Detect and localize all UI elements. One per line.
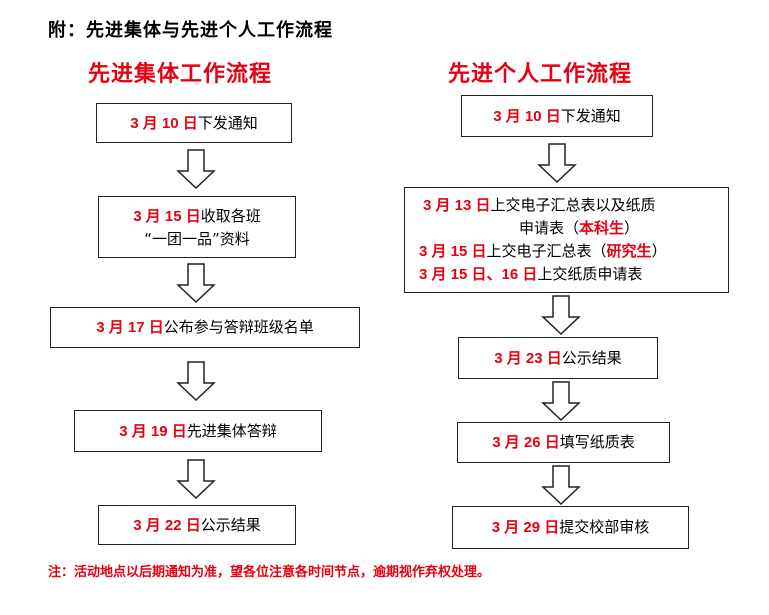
step-text: 上交电子汇总表以及纸质: [490, 196, 656, 214]
step-text: 下发通知: [197, 113, 258, 132]
collective-flow-title: 先进集体工作流程: [88, 62, 273, 87]
step-date: 3 月 15 日: [419, 243, 487, 260]
down-arrow-icon: [176, 459, 216, 499]
down-arrow-icon: [176, 149, 216, 189]
footnote: 注：活动地点以后期通知为准，望各位注意各时间节点，逾期视作弃权处理。: [48, 565, 491, 580]
individual-flow-title: 先进个人工作流程: [448, 62, 633, 87]
collective-step-1: 3 月 10 日下发通知: [96, 103, 292, 143]
collective-step-2: 3 月 15 日收取各班 “一团一品”资料: [98, 196, 296, 258]
step-text-line2: “一团一品”资料: [144, 229, 250, 248]
graduate-label: 研究生: [606, 243, 652, 260]
step-text: 公布参与答辩班级名单: [163, 318, 314, 336]
individual-step-3: 3 月 23 日公示结果: [458, 337, 658, 379]
step-date: 3 月 15 日、16 日: [419, 266, 538, 283]
step-date: 3 月 17 日: [96, 319, 164, 336]
step-date: 3 月 10 日: [130, 114, 198, 132]
step-text: ）: [651, 242, 667, 260]
step-date: 3 月 22 日: [133, 516, 201, 534]
down-arrow-icon: [541, 465, 581, 505]
step-text: 填写纸质表: [559, 433, 635, 451]
undergraduate-label: 本科生: [579, 220, 625, 237]
down-arrow-icon: [176, 263, 216, 303]
down-arrow-icon: [537, 143, 577, 183]
step-date: 3 月 23 日: [494, 349, 562, 367]
collective-step-5: 3 月 22 日公示结果: [98, 505, 296, 545]
down-arrow-icon: [176, 361, 216, 401]
step-text: 公示结果: [200, 515, 261, 534]
step-date: 3 月 10 日: [493, 107, 561, 125]
step-text: 上交纸质申请表: [537, 265, 643, 283]
collective-step-3: 3 月 17 日公布参与答辩班级名单: [50, 307, 360, 348]
step-text: 下发通知: [560, 106, 621, 125]
step-text: 申请表（: [519, 219, 580, 237]
individual-step-2: 3 月 13 日上交电子汇总表以及纸质 申请表（本科生） 3 月 15 日上交电…: [404, 187, 729, 293]
step-text: 先进集体答辩: [186, 421, 277, 440]
step-text: 上交电子汇总表（: [486, 242, 607, 260]
step-text: 提交校部审核: [559, 518, 650, 536]
step-text: 收取各班: [200, 206, 261, 225]
down-arrow-icon: [541, 381, 581, 421]
individual-step-4: 3 月 26 日填写纸质表: [457, 422, 670, 463]
down-arrow-icon: [541, 295, 581, 335]
step-date: 3 月 26 日: [492, 434, 560, 451]
step-text: 公示结果: [561, 348, 622, 367]
step-date: 3 月 13 日: [423, 197, 491, 214]
step-text: ）: [624, 219, 640, 237]
collective-step-4: 3 月 19 日先进集体答辩: [74, 410, 322, 452]
page-heading: 附：先进集体与先进个人工作流程: [48, 20, 333, 41]
individual-step-1: 3 月 10 日下发通知: [461, 95, 653, 137]
step-date: 3 月 19 日: [119, 422, 187, 440]
step-date: 3 月 15 日: [133, 207, 201, 225]
step-date: 3 月 29 日: [491, 519, 560, 536]
individual-step-5: 3 月 29 日提交校部审核: [452, 506, 689, 549]
